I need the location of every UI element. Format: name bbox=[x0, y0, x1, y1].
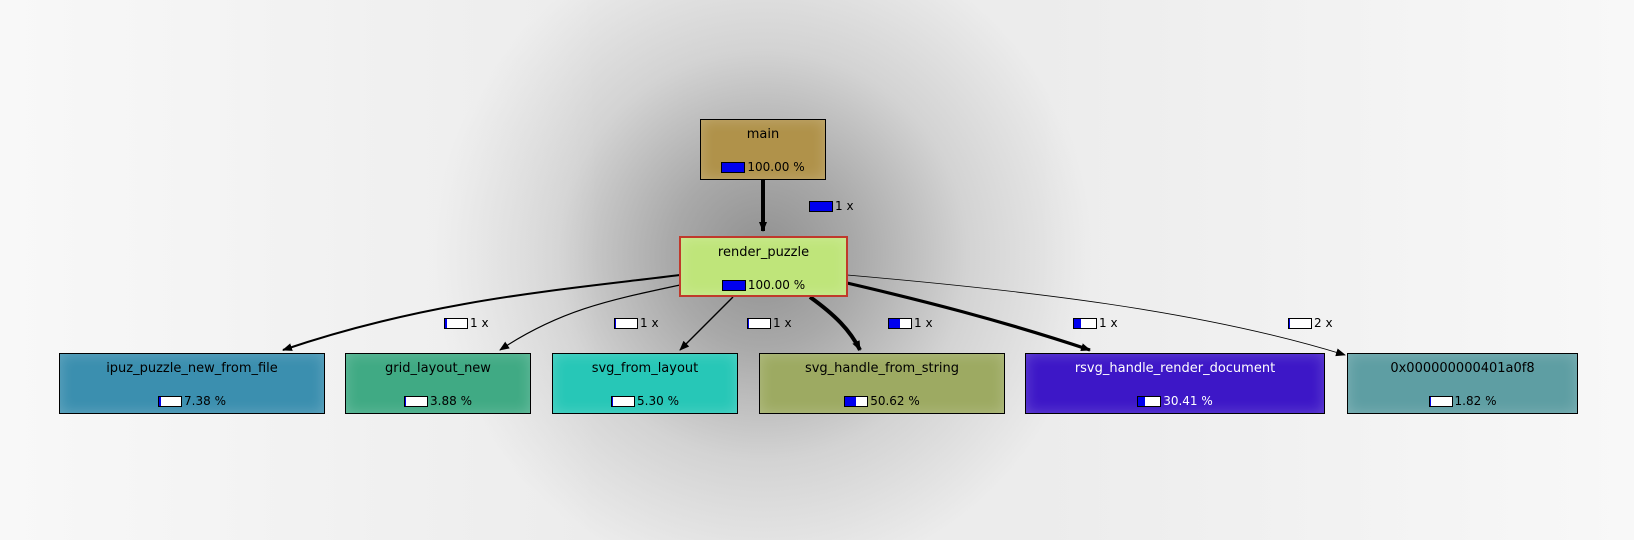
edge-render_puzzle-grid_layout_new[interactable] bbox=[499, 284, 681, 351]
edge-render_puzzle-0x000000000401a0f8[interactable] bbox=[846, 274, 1346, 357]
node-name: svg_handle_from_string bbox=[804, 361, 960, 376]
cost-percent: 30.41 % bbox=[1163, 394, 1213, 408]
node-rsvg_handle_render_document[interactable]: rsvg_handle_render_document 30.41 % bbox=[1025, 353, 1325, 414]
node-name: 0x000000000401a0f8 bbox=[1390, 361, 1535, 376]
background-fade-left bbox=[0, 0, 600, 540]
cost-percent: 1.82 % bbox=[1454, 394, 1497, 408]
call-ratio-bar bbox=[809, 201, 833, 212]
call-ratio-fill bbox=[748, 319, 750, 328]
call-ratio-bar bbox=[1288, 318, 1312, 329]
node-name: render_puzzle bbox=[717, 245, 810, 260]
node-cost: 30.41 % bbox=[1026, 394, 1324, 408]
cost-bar bbox=[1428, 396, 1453, 407]
node-name: grid_layout_new bbox=[385, 361, 491, 376]
cost-bar bbox=[158, 396, 183, 407]
cost-percent: 3.88 % bbox=[430, 394, 472, 408]
node-cost: 3.88 % bbox=[346, 394, 530, 408]
call-ratio-fill bbox=[615, 319, 616, 328]
call-ratio-bar bbox=[1073, 318, 1097, 329]
node-cost: 50.62 % bbox=[760, 394, 1004, 408]
node-svg_handle_from_string[interactable]: svg_handle_from_string 50.62 % bbox=[759, 353, 1005, 414]
call-count: 1 x bbox=[640, 316, 659, 330]
call-ratio-fill bbox=[889, 319, 901, 328]
cost-bar bbox=[721, 280, 746, 291]
cost-bar-fill bbox=[722, 281, 745, 290]
cost-bar-fill bbox=[1138, 397, 1145, 406]
call-ratio-bar bbox=[444, 318, 468, 329]
edge-label-svg_handle_from_string: 1 x bbox=[888, 316, 933, 330]
edge-render_puzzle-svg_handle_from_string[interactable] bbox=[808, 295, 862, 351]
cost-bar bbox=[721, 162, 746, 173]
edge-label-svg_from_layout: 1 x bbox=[747, 316, 792, 330]
cost-bar-fill bbox=[159, 397, 161, 406]
node-0x000000000401a0f8[interactable]: 0x000000000401a0f8 1.82 % bbox=[1347, 353, 1578, 414]
node-ipuz_puzzle_new_from_file[interactable]: ipuz_puzzle_new_from_file 7.38 % bbox=[59, 353, 325, 414]
cost-bar bbox=[611, 396, 636, 407]
edge-render_puzzle-svg_from_layout[interactable] bbox=[679, 296, 734, 351]
node-cost: 100.00 % bbox=[681, 278, 846, 292]
edge-render_puzzle-ipuz_puzzle_new_from_file[interactable] bbox=[282, 274, 681, 351]
edge-label-ipuz_puzzle_new_from_file: 1 x bbox=[444, 316, 489, 330]
node-cost: 7.38 % bbox=[60, 394, 324, 408]
call-ratio-bar bbox=[888, 318, 912, 329]
node-name: ipuz_puzzle_new_from_file bbox=[106, 361, 278, 376]
edge-label-main-render_puzzle: 1 x bbox=[809, 199, 854, 213]
edge-label-grid_layout_new: 1 x bbox=[614, 316, 659, 330]
cost-bar bbox=[1137, 396, 1162, 407]
cost-percent: 100.00 % bbox=[747, 160, 805, 174]
call-ratio-fill bbox=[445, 319, 447, 328]
cost-bar-fill bbox=[845, 397, 857, 406]
node-name: rsvg_handle_render_document bbox=[1074, 361, 1276, 376]
call-count: 1 x bbox=[773, 316, 792, 330]
node-cost: 100.00 % bbox=[701, 160, 825, 174]
call-ratio-fill bbox=[1074, 319, 1081, 328]
cost-bar-fill bbox=[405, 397, 406, 406]
node-main[interactable]: main 100.00 % bbox=[700, 119, 826, 180]
call-ratio-bar bbox=[614, 318, 638, 329]
cost-bar bbox=[404, 396, 429, 407]
edge-label-rsvg_handle_render_document: 1 x bbox=[1073, 316, 1118, 330]
cost-bar-fill bbox=[612, 397, 614, 406]
node-render_puzzle[interactable]: render_puzzle 100.00 % bbox=[679, 236, 848, 297]
node-cost: 1.82 % bbox=[1348, 394, 1577, 408]
call-count: 1 x bbox=[835, 199, 854, 213]
node-name: svg_from_layout bbox=[591, 361, 699, 376]
call-count: 1 x bbox=[914, 316, 933, 330]
call-count: 2 x bbox=[1314, 316, 1333, 330]
cost-bar-fill bbox=[722, 163, 745, 172]
cost-percent: 5.30 % bbox=[637, 394, 679, 408]
edge-label-0x000000000401a0f8: 2 x bbox=[1288, 316, 1333, 330]
call-ratio-fill bbox=[810, 202, 832, 211]
node-grid_layout_new[interactable]: grid_layout_new 3.88 % bbox=[345, 353, 531, 414]
cost-percent: 7.38 % bbox=[184, 394, 226, 408]
cost-bar bbox=[844, 396, 869, 407]
background-fade-right bbox=[1034, 0, 1634, 540]
cost-percent: 100.00 % bbox=[747, 278, 806, 292]
call-count: 1 x bbox=[470, 316, 489, 330]
cost-percent: 50.62 % bbox=[870, 394, 920, 408]
edge-render_puzzle-rsvg_handle_render_document[interactable] bbox=[846, 281, 1091, 352]
node-name: main bbox=[746, 127, 780, 142]
call-count: 1 x bbox=[1099, 316, 1118, 330]
node-svg_from_layout[interactable]: svg_from_layout 5.30 % bbox=[552, 353, 738, 414]
node-cost: 5.30 % bbox=[553, 394, 737, 408]
call-ratio-bar bbox=[747, 318, 771, 329]
